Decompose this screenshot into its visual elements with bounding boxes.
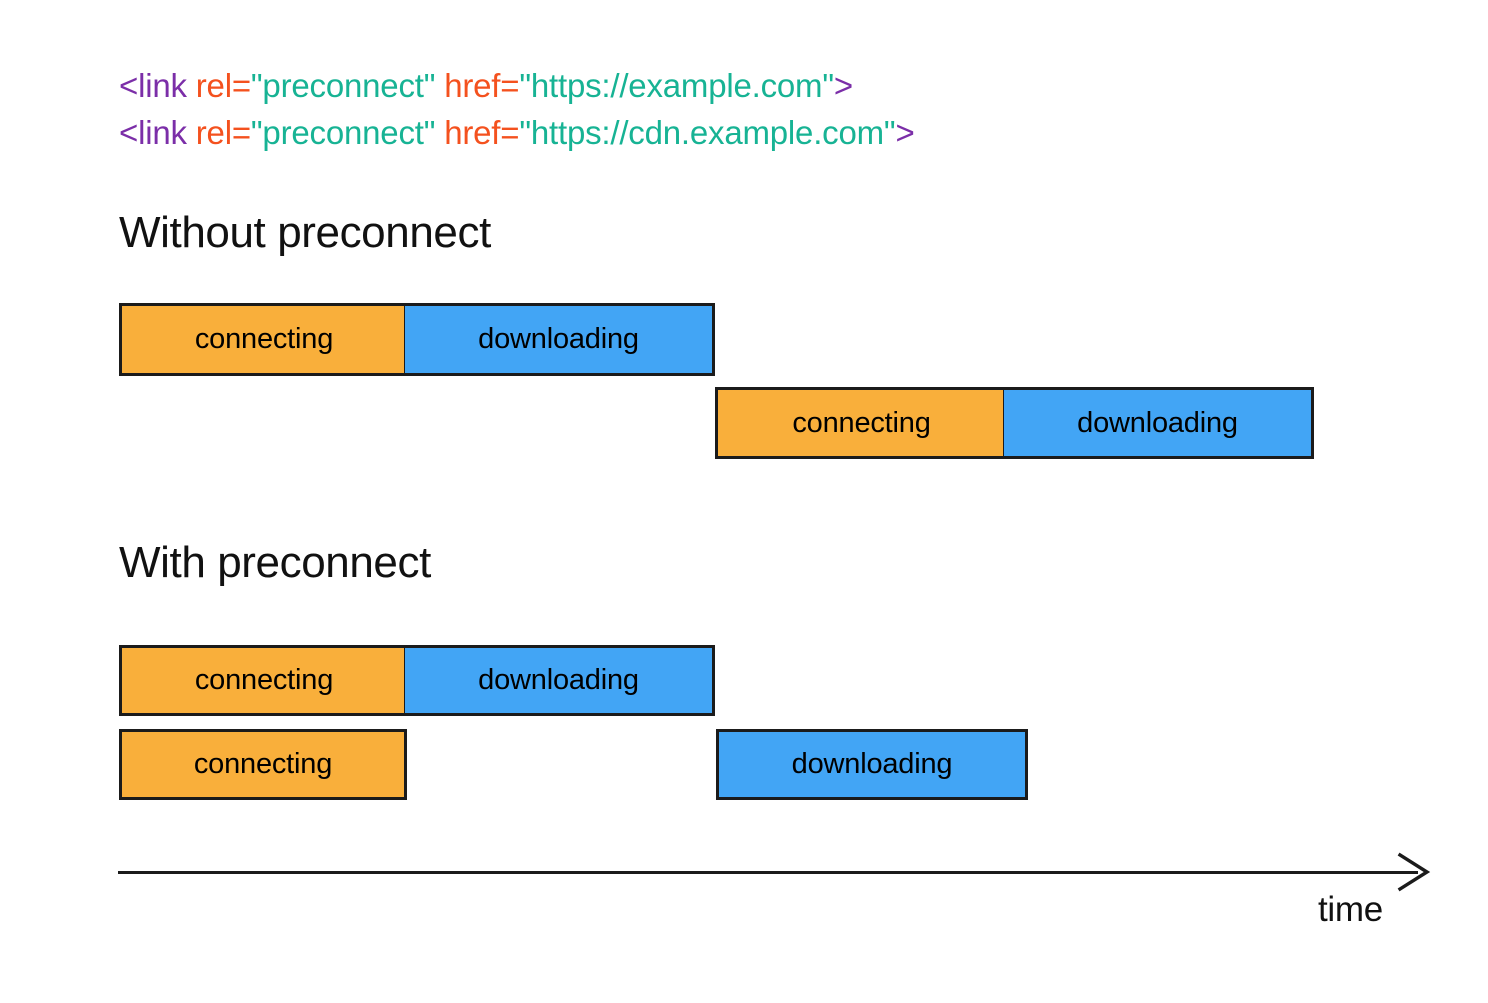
code-token-tag: <link [119,67,187,104]
bar-segment-downloading: downloading [404,645,715,716]
code-token-value: "preconnect" [250,114,436,151]
bar-segment-connecting: connecting [119,645,407,716]
bar-segment-downloading: downloading [404,303,715,376]
code-token-value: "preconnect" [250,67,436,104]
code-token-attribute: href= [435,67,520,104]
code-token-attribute: rel= [186,114,251,151]
code-snippet: <link rel="preconnect" href="https://exa… [119,62,915,156]
code-token-tag-close: > [833,67,853,104]
code-token-tag: <link [119,114,187,151]
code-token-tag-close: > [895,114,915,151]
code-token-value: "https://example.com" [519,67,834,104]
code-line-1: <link rel="preconnect" href="https://exa… [119,62,915,109]
arrow-right-icon [1397,852,1431,892]
code-line-2: <link rel="preconnect" href="https://cdn… [119,109,915,156]
bar-segment-connecting: connecting [119,729,407,800]
section-heading-without-preconnect: Without preconnect [119,208,491,257]
code-token-attribute: href= [435,114,520,151]
bar-segment-connecting: connecting [715,387,1006,459]
code-token-value: "https://cdn.example.com" [519,114,896,151]
bar-segment-downloading: downloading [716,729,1028,800]
bar-segment-connecting: connecting [119,303,407,376]
time-axis-label: time [1318,890,1383,929]
time-axis-line [118,871,1418,874]
section-heading-with-preconnect: With preconnect [119,538,431,587]
code-token-attribute: rel= [186,67,251,104]
bar-segment-downloading: downloading [1003,387,1314,459]
